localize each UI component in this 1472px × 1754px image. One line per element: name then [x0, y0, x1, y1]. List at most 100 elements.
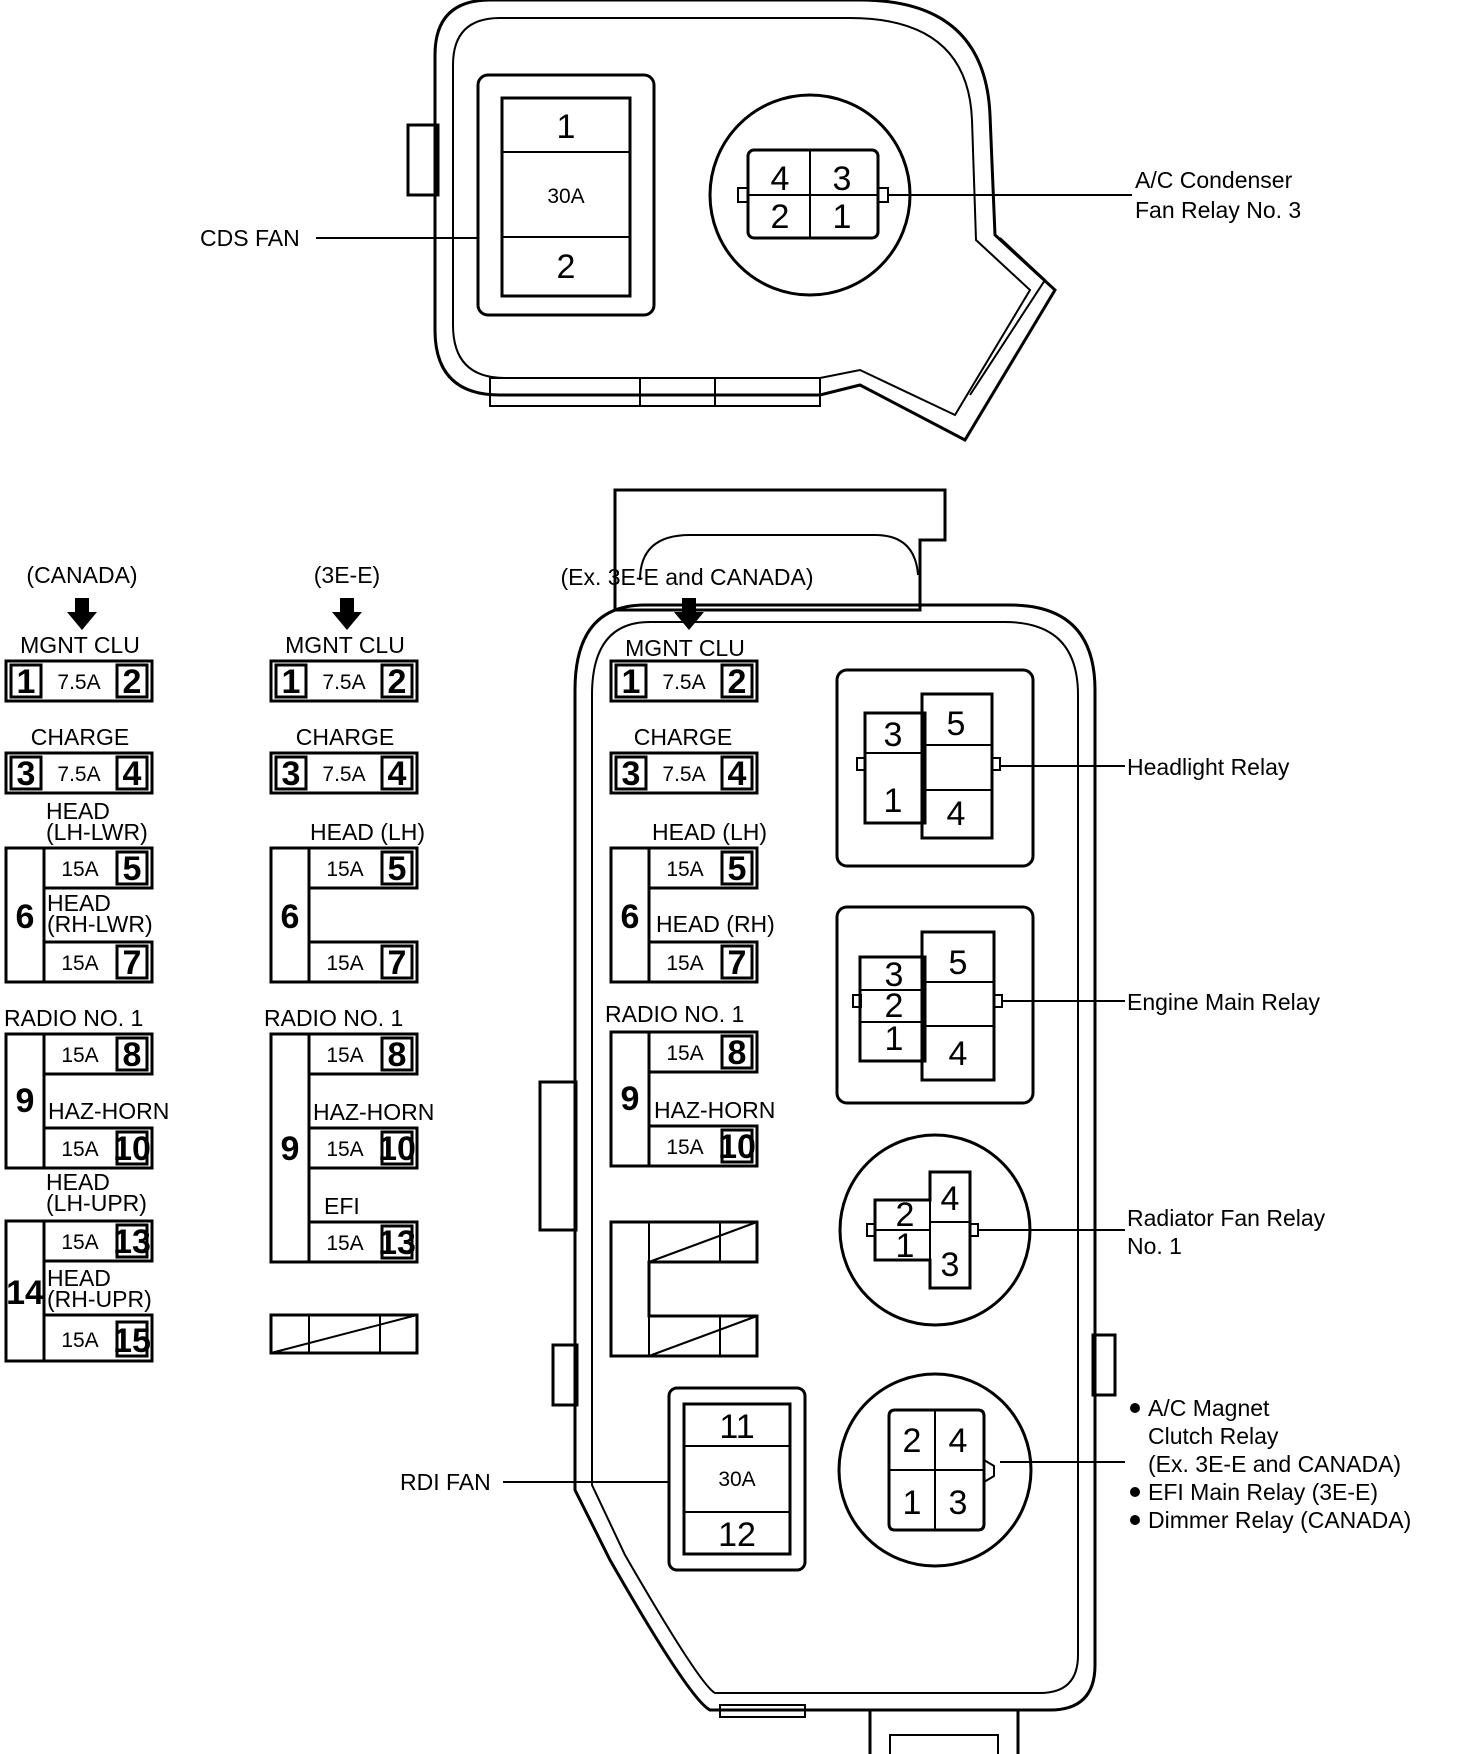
headlight-relay: 3 1 5 4 — [835, 668, 1035, 868]
canada-fuse-13-amp: 15A — [61, 1231, 98, 1254]
e3e-fuse-10-amp: 15A — [326, 1138, 363, 1161]
canada-fuse-14: 14 — [6, 1274, 44, 1312]
canada-fuse-5-amp: 15A — [61, 858, 98, 881]
clutch-relay-terminal-2: 2 — [903, 1422, 922, 1460]
main-radio-label: RADIO NO. 1 — [605, 1001, 744, 1027]
e3e-radio-label: RADIO NO. 1 — [264, 1005, 403, 1031]
canada-fuse-4: 4 — [123, 755, 142, 793]
e3e-fuse-5-amp: 15A — [326, 858, 363, 881]
canada-charge-label: CHARGE — [31, 724, 129, 750]
rdi-fan-label: RDI FAN — [400, 1469, 491, 1495]
e3e-radio-fuse-block: 9 15A 8 HAZ-HORN 15A 10 EFI 15A 13 — [269, 1032, 434, 1264]
e3e-mgnt-label: MGNT CLU — [285, 632, 405, 658]
main-fuse-8-amp: 15A — [666, 1042, 703, 1065]
rdi-fuse-top-number: 11 — [719, 1408, 754, 1446]
main-fuse-box: (Ex. 3E-E and CANADA) MGNT CLU 1 7.5A 2 … — [400, 488, 1411, 1754]
cds-fan-fuse: 1 30A 2 — [476, 73, 656, 317]
main-radio-fuse-block: 9 15A 8 HAZ-HORN 15A 10 — [609, 1030, 775, 1168]
e3e-haz-horn-label: HAZ-HORN — [313, 1099, 434, 1125]
main-fuse-2: 2 — [728, 663, 747, 701]
ac-relay-label-line1: A/C Condenser — [1135, 167, 1293, 193]
radiator-relay-terminal-3: 3 — [941, 1246, 960, 1284]
canada-fuse-column: (CANADA) MGNT CLU 1 7.5A 2 CHARGE 3 7.5A… — [4, 562, 169, 1363]
e3e-fuse-4: 4 — [388, 755, 407, 793]
main-fuse-7: 7 — [728, 944, 747, 982]
canada-head-lower-fuse-block: 6 15A 5 15A 7 HEAD (RH-LWR) — [4, 846, 154, 984]
canada-fuse-10: 10 — [113, 1130, 151, 1168]
clutch-relay-terminal-4: 4 — [949, 1422, 968, 1460]
main-fuse-7-amp: 15A — [666, 952, 703, 975]
main-charge-fuse: 3 7.5A 4 — [609, 751, 759, 795]
ac-relay-terminal-2: 2 — [771, 198, 790, 236]
radiator-relay-label-line2: No. 1 — [1127, 1233, 1182, 1259]
canada-title: (CANADA) — [26, 562, 137, 588]
main-head-fuse-block: 6 15A 5 HEAD (RH) 15A 7 — [609, 846, 775, 984]
clutch-relay-note-5: Dimmer Relay (CANADA) — [1148, 1507, 1411, 1533]
e3e-head-fuse-block: 6 15A 5 15A 7 — [269, 846, 419, 984]
engine-relay-terminal-5: 5 — [949, 944, 968, 982]
main-fuse-8: 8 — [728, 1034, 747, 1072]
canada-head-rh-lwr-line2: (RH-LWR) — [47, 911, 153, 937]
canada-fuse-5: 5 — [123, 850, 142, 888]
e3e-fuse-column: (3E-E) MGNT CLU 1 7.5A 2 CHARGE 3 7.5A 4… — [264, 562, 434, 1355]
magnet-clutch-relay: 2 4 1 3 — [837, 1372, 1033, 1568]
canada-fuse-7-amp: 15A — [61, 952, 98, 975]
main-charge-amp: 7.5A — [662, 763, 705, 786]
engine-main-relay-label: Engine Main Relay — [1127, 989, 1321, 1015]
canada-haz-horn-label: HAZ-HORN — [48, 1098, 169, 1124]
canada-fuse-3: 3 — [17, 755, 36, 793]
canada-fuse-7: 7 — [123, 944, 142, 982]
bullet-icon — [1130, 1487, 1140, 1497]
rdi-fuse-amperage: 30A — [718, 1468, 755, 1491]
rdi-fuse-bottom-number: 12 — [718, 1516, 756, 1554]
main-fuse-6: 6 — [621, 898, 640, 936]
ac-relay-label-line2: Fan Relay No. 3 — [1135, 197, 1301, 223]
main-head-lh-label: HEAD (LH) — [652, 819, 767, 845]
main-fuse-10-amp: 15A — [666, 1136, 703, 1159]
canada-charge-amp: 7.5A — [57, 763, 100, 786]
main-head-rh-label: HEAD (RH) — [656, 911, 775, 937]
clutch-relay-note-4: EFI Main Relay (3E-E) — [1148, 1479, 1378, 1505]
canada-fuse-10-amp: 15A — [61, 1138, 98, 1161]
e3e-fuse-5: 5 — [388, 850, 407, 888]
clutch-relay-note-3: (Ex. 3E-E and CANADA) — [1148, 1451, 1401, 1477]
main-fuse-5-amp: 15A — [666, 858, 703, 881]
e3e-fuse-8: 8 — [388, 1036, 407, 1074]
e3e-fuse-3: 3 — [282, 755, 301, 793]
main-fuse-10: 10 — [718, 1128, 756, 1166]
cds-fuse-bottom-number: 2 — [557, 248, 576, 286]
main-fuse-5: 5 — [728, 850, 747, 888]
main-haz-horn-label: HAZ-HORN — [654, 1097, 775, 1123]
cds-fan-label: CDS FAN — [200, 225, 300, 251]
clutch-relay-note-2: Clutch Relay — [1148, 1423, 1279, 1449]
ac-relay-terminal-1: 1 — [833, 198, 852, 236]
e3e-fuse-7: 7 — [388, 944, 407, 982]
main-blank-fuse-block — [609, 1220, 759, 1358]
e3e-title: (3E-E) — [314, 562, 380, 588]
canada-head-lh-lwr-line2: (LH-LWR) — [46, 819, 148, 845]
main-charge-label: CHARGE — [634, 724, 732, 750]
canada-fuse-15: 15 — [113, 1322, 151, 1360]
canada-charge-fuse: 3 7.5A 4 — [4, 751, 154, 795]
canada-fuse-8-amp: 15A — [61, 1044, 98, 1067]
e3e-fuse-13-amp: 15A — [326, 1232, 363, 1255]
canada-fuse-1: 1 — [17, 663, 36, 701]
e3e-mgnt-amp: 7.5A — [322, 671, 365, 694]
canada-head-lh-upr-line2: (LH-UPR) — [46, 1190, 147, 1216]
radiator-fan-relay: 2 1 4 3 — [838, 1133, 1032, 1327]
canada-fuse-6: 6 — [16, 898, 35, 936]
top-relay-box: 1 30A 2 CDS FAN 4 3 2 1 A/C Condenser Fa… — [200, 0, 1301, 442]
cds-fuse-top-number: 1 — [557, 108, 576, 146]
e3e-head-lh-label: HEAD (LH) — [310, 819, 425, 845]
e3e-fuse-2: 2 — [388, 663, 407, 701]
canada-head-rh-upr-line2: (RH-UPR) — [47, 1286, 152, 1312]
canada-head-lh-upr-line1: HEAD — [46, 1169, 110, 1195]
canada-fuse-15-amp: 15A — [61, 1329, 98, 1352]
canada-head-upper-fuse-block: 14 15A 13 HEAD (RH-UPR) 15A 15 — [4, 1219, 154, 1363]
canada-fuse-2: 2 — [123, 663, 142, 701]
engine-relay-terminal-3: 3 — [885, 956, 904, 994]
e3e-fuse-8-amp: 15A — [326, 1044, 363, 1067]
main-fuse-9: 9 — [621, 1080, 640, 1118]
main-fuse-4: 4 — [728, 755, 747, 793]
